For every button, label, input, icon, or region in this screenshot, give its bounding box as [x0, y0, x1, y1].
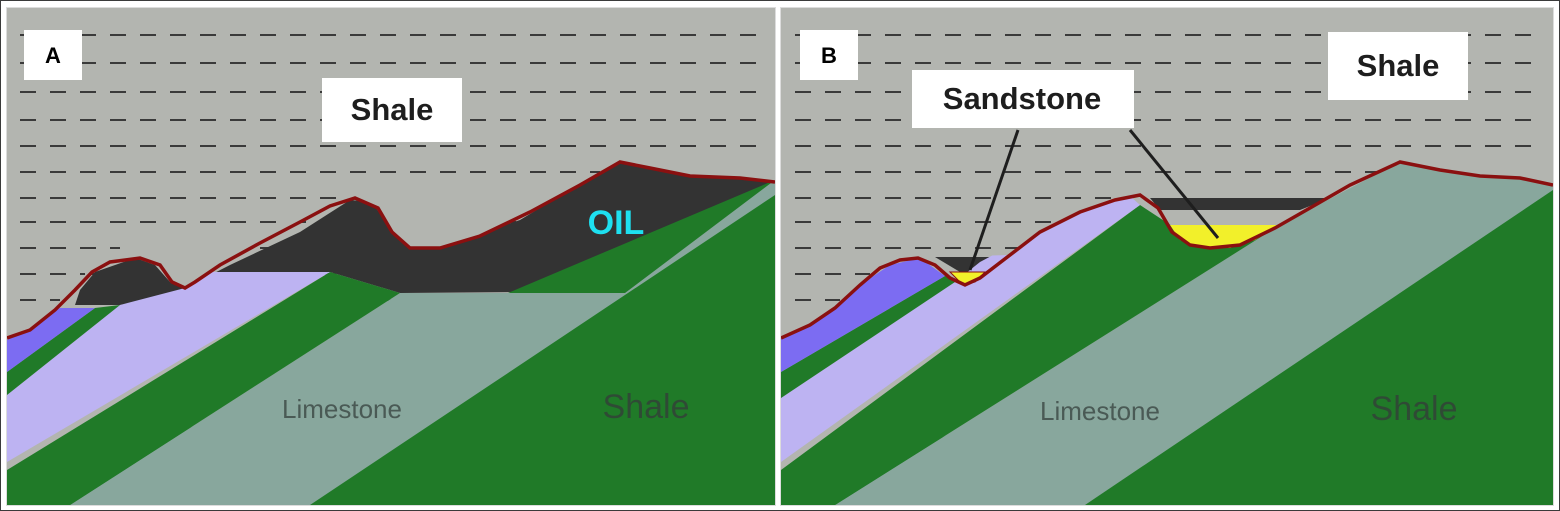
panel-b-purple-layer — [781, 258, 945, 372]
panel-b-limestone-label: Limestone — [1040, 396, 1160, 426]
panel-b-border — [780, 7, 1554, 506]
panel-b-limestone — [835, 162, 1553, 505]
panel-a-limestone — [70, 180, 775, 505]
panel-a-letter: A — [45, 43, 61, 68]
panel-a-shale-box — [322, 78, 462, 142]
panel-b-letter: B — [821, 43, 837, 68]
panel-a-lavender-layer — [7, 272, 330, 462]
panel-b-unconformity — [781, 160, 1553, 340]
panel-b-letter-box — [800, 30, 858, 80]
panel-b-sandstone-label: Sandstone — [943, 81, 1101, 116]
panel-b-top-shale-label: Shale — [1357, 48, 1440, 83]
panel-b-shale-label: Shale — [1371, 390, 1458, 428]
panel-b-green-band — [781, 205, 1280, 505]
panel-b-green-thin — [781, 276, 955, 398]
panel-b-sandstone-box — [912, 70, 1134, 128]
panel-a-shale-label: Shale — [603, 388, 690, 426]
panel-b-sandstone-right — [1170, 225, 1280, 248]
panel-b-shale-box — [1328, 32, 1468, 100]
panel-divider — [775, 6, 781, 507]
panel-a: A Shale OIL Limestone Shale — [7, 8, 775, 505]
panel-a-unconformity — [7, 160, 775, 340]
panel-a-border — [6, 7, 776, 506]
panel-b-leader-right — [1128, 129, 1220, 239]
panel-a-top-shale-label: Shale — [351, 92, 434, 127]
panel-b-lavender-layer — [781, 196, 1140, 462]
panel-a-oil-label: OIL — [588, 204, 645, 242]
panel-b: B Shale Sandstone Limestone Shale — [781, 8, 1553, 505]
panel-a-green-thin — [7, 305, 120, 395]
panel-b-residual-film-right — [1150, 198, 1330, 210]
panel-b-leader-left — [968, 129, 1020, 271]
panel-a-green-band — [7, 272, 400, 505]
panel-a-letter-box — [24, 30, 82, 80]
panel-a-limestone-label: Limestone — [282, 394, 402, 424]
panel-a-purple-layer — [7, 308, 95, 372]
